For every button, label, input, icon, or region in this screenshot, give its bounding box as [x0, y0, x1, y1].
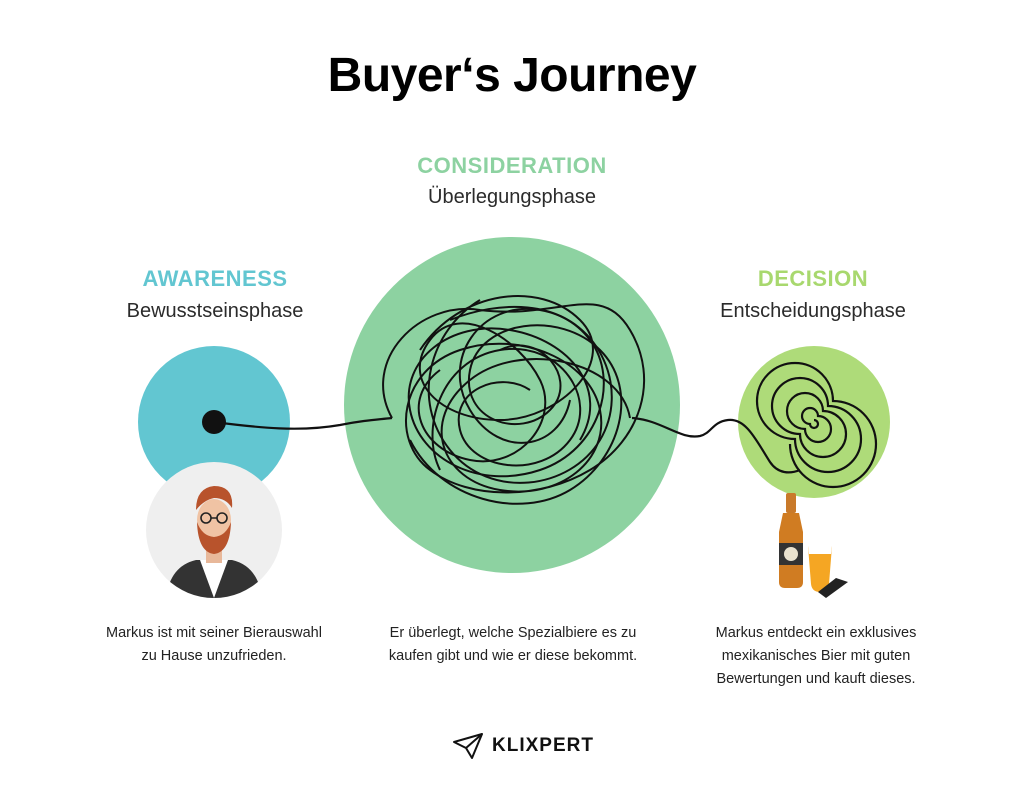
- awareness-dot: [202, 410, 226, 434]
- spiral-icon: [755, 361, 878, 489]
- consideration-description: Er überlegt, welche Spezialbiere es zu k…: [388, 625, 638, 664]
- consideration-heading: CONSIDERATION: [417, 153, 607, 178]
- consideration-circle: [344, 237, 680, 573]
- journey-line-exit: [631, 416, 801, 474]
- journey-line: [213, 416, 393, 430]
- consideration-subtitle: Überlegungsphase: [428, 186, 596, 208]
- decision-heading: DECISION: [757, 266, 869, 291]
- paper-plane-icon: [453, 733, 483, 759]
- decision-circle: [738, 346, 890, 498]
- beer-glass-icon: [808, 546, 848, 598]
- decision-subtitle: Entscheidungsphase: [720, 300, 906, 322]
- beer-bottle-icon: [779, 493, 803, 588]
- awareness-heading: AWARENESS: [142, 266, 288, 291]
- brand-logo: KLIXPERT: [452, 726, 594, 766]
- tangle-scribble: [382, 295, 645, 505]
- avatar: [146, 462, 282, 598]
- awareness-description: Markus ist mit seiner Bierauswahl zu Hau…: [106, 625, 322, 664]
- brand-name: KLIXPERT: [492, 735, 594, 756]
- decision-description: Markus entdeckt ein exklusives mexikanis…: [715, 625, 917, 687]
- awareness-subtitle: Bewusstseinsphase: [126, 300, 304, 322]
- page-title: Buyer‘s Journey: [327, 49, 697, 102]
